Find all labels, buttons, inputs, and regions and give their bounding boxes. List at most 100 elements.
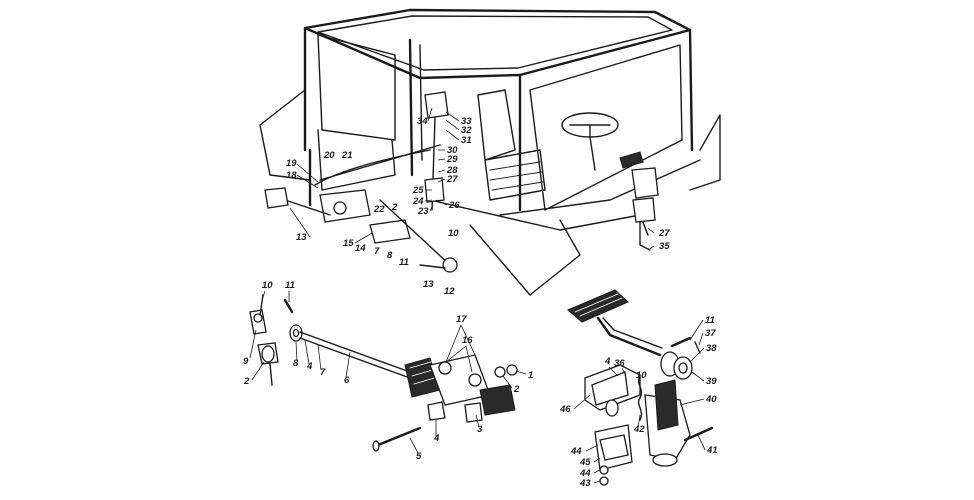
- callout-27-right: 27: [658, 228, 670, 239]
- cab-callouts: 34 33 32 31 30 29 28 27 25 26 24 23 22 2…: [286, 107, 670, 297]
- cab-step: [469, 219, 581, 296]
- callout-34: 34: [417, 116, 428, 127]
- callout-10-pedal: 10: [636, 370, 647, 381]
- callout-26: 26: [448, 200, 460, 211]
- callout-31: 31: [461, 135, 472, 146]
- nut-43: [599, 476, 609, 486]
- callout-32: 32: [461, 125, 472, 136]
- callout-28: 28: [446, 165, 458, 176]
- shaft-6: [299, 331, 411, 373]
- callout-16: 16: [462, 335, 473, 346]
- cab-front-right-pillar: [688, 28, 694, 152]
- callout-38: 38: [706, 343, 717, 354]
- callout-30: 30: [447, 145, 458, 156]
- valve-body-right: [479, 384, 516, 416]
- callout-8-shaft: 8: [293, 358, 299, 369]
- cab-assembly: [259, 8, 721, 296]
- bolt-5: [376, 426, 422, 447]
- callout-10-shaft: 10: [262, 280, 273, 291]
- nut-1: [506, 364, 518, 376]
- pedal-callouts: 4 36 10 11 37 38 39 40 46 42 44 45 44 43…: [559, 315, 718, 489]
- callout-23: 23: [417, 206, 429, 217]
- washer-44: [599, 465, 609, 475]
- callout-29: 29: [446, 154, 458, 165]
- callout-41: 41: [706, 445, 718, 456]
- pedal-arm: [596, 316, 662, 357]
- callout-3: 3: [477, 424, 483, 435]
- callout-35: 35: [659, 241, 670, 252]
- callout-4-shaft: 4: [306, 361, 313, 372]
- cylinder-15: [369, 219, 411, 244]
- cylinder-40: [654, 379, 679, 431]
- callout-17: 17: [456, 314, 467, 325]
- shaft-callouts: 10 11 9 8 4 7 6 2 17 16 1 2 3 4 5: [243, 280, 533, 462]
- cab-left-fender: [259, 89, 311, 181]
- callout-44-bottom: 44: [579, 468, 591, 479]
- pedal-pad: [567, 289, 629, 323]
- callout-21: 21: [341, 150, 353, 161]
- pedal-assembly: [567, 289, 714, 486]
- callout-24: 24: [412, 196, 424, 207]
- seat-back: [477, 89, 516, 161]
- callout-20: 20: [323, 150, 335, 161]
- pedal-pad-top: [619, 151, 644, 169]
- callout-13-left: 13: [296, 232, 307, 243]
- callout-14: 14: [355, 243, 366, 254]
- callout-27: 27: [446, 174, 458, 185]
- callout-40: 40: [705, 394, 717, 405]
- pin-11-pedal: [670, 336, 692, 348]
- callout-44-top: 44: [570, 446, 582, 457]
- cab-mid-pillar-inner: [419, 44, 423, 161]
- nut-2-right: [494, 366, 506, 378]
- cab-right-fender: [689, 114, 721, 191]
- callout-6: 6: [344, 375, 350, 386]
- callout-37: 37: [705, 328, 716, 339]
- rod-12: [379, 199, 451, 266]
- spring-42: [637, 374, 643, 421]
- cab-rear-window: [317, 34, 396, 141]
- callout-2-left: 2: [243, 376, 250, 387]
- pin-11: [283, 298, 294, 314]
- cab-windshield: [529, 44, 683, 211]
- cab-floor-edge: [499, 159, 701, 216]
- callout-19: 19: [286, 158, 297, 169]
- callout-33: 33: [461, 116, 472, 127]
- callout-15: 15: [343, 238, 354, 249]
- callout-7-shaft: 7: [320, 367, 326, 378]
- cab-mid-pillar: [408, 38, 414, 177]
- callout-10: 10: [448, 228, 459, 239]
- shaft-assembly: [249, 294, 518, 452]
- callout-8: 8: [387, 250, 393, 261]
- callout-11-shaft: 11: [285, 280, 295, 291]
- callout-11-pedal: 11: [705, 315, 715, 326]
- callout-46: 46: [559, 404, 571, 415]
- callout-45: 45: [579, 457, 591, 468]
- valve-34: [424, 91, 449, 119]
- callout-18: 18: [286, 170, 297, 181]
- callout-25: 25: [412, 185, 424, 196]
- callout-2: 2: [391, 202, 398, 213]
- callout-42: 42: [633, 424, 645, 435]
- callout-43: 43: [579, 478, 591, 489]
- pedal-valve: [631, 167, 659, 199]
- callout-36: 36: [614, 358, 625, 369]
- callout-13-bottom: 13: [423, 279, 434, 290]
- steering-column: [569, 124, 611, 171]
- callout-9: 9: [243, 356, 249, 367]
- bolt-41: [683, 426, 714, 442]
- callout-39: 39: [706, 376, 717, 387]
- pipe-to-pedal: [429, 199, 649, 236]
- callout-22: 22: [373, 204, 385, 215]
- callout-5: 5: [416, 451, 422, 462]
- callout-4-pedal: 4: [604, 356, 611, 367]
- callout-7: 7: [374, 246, 380, 257]
- callout-4-bottom: 4: [433, 433, 440, 444]
- seat-base: [484, 149, 546, 201]
- bolt-2: [269, 363, 273, 386]
- pin-37: [694, 341, 701, 354]
- callout-1: 1: [528, 370, 533, 381]
- callout-2-right: 2: [513, 384, 520, 395]
- callout-12: 12: [444, 286, 455, 297]
